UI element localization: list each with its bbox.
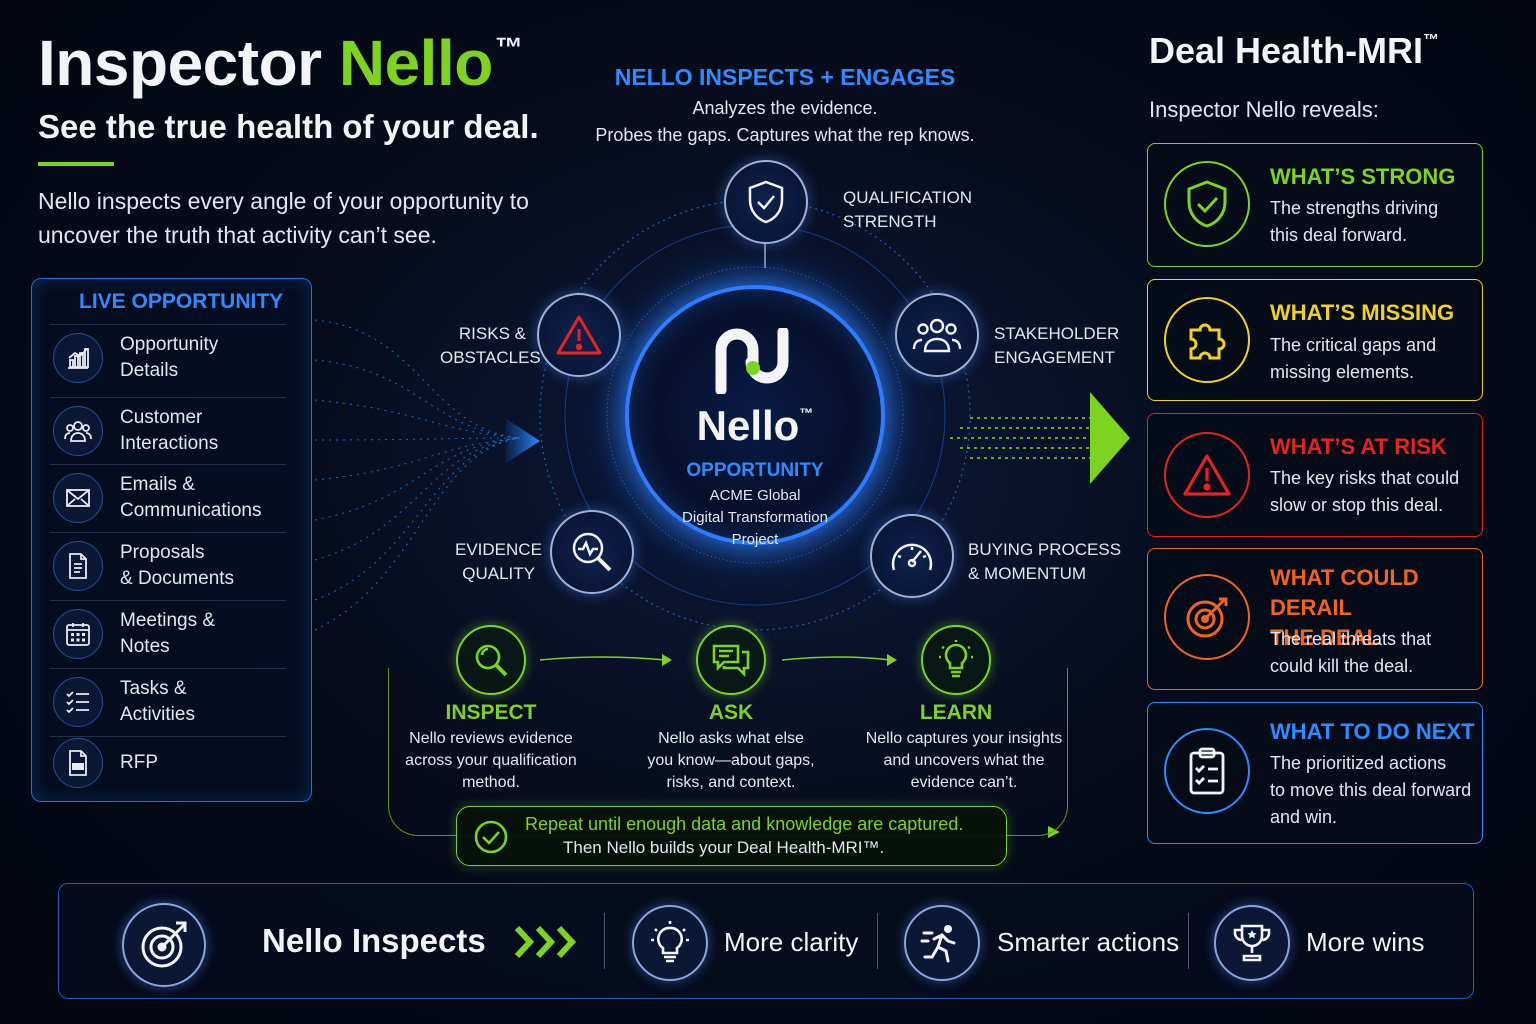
card-whats-missing: WHAT’S MISSING The critical gaps and mis… xyxy=(1147,279,1483,401)
chat-icon xyxy=(712,644,750,678)
inspect-step-description: Nello reviews evidence across your quali… xyxy=(405,730,577,791)
bottom-item-wins: More wins xyxy=(1306,927,1425,957)
repeat-line-1: Repeat until enough data and knowledge a… xyxy=(525,814,964,834)
page-subtitle: See the true health of your deal. xyxy=(38,108,539,145)
people-icon xyxy=(53,405,103,456)
repeat-banner: Repeat until enough data and knowledge a… xyxy=(456,806,1007,866)
nello-hub xyxy=(625,285,885,545)
risks-label: RISKS & OBSTACLES xyxy=(440,324,541,367)
bottom-divider xyxy=(1188,913,1189,969)
live-item-rfp: RFP xyxy=(50,736,286,788)
bottom-lead: Nello Inspects xyxy=(262,922,486,959)
nello-logo-icon xyxy=(715,328,789,394)
runner-icon xyxy=(904,905,980,981)
envelope-icon xyxy=(53,472,103,523)
puzzle-icon xyxy=(1164,297,1250,383)
live-item-tasks: Tasks & Activities xyxy=(50,668,286,734)
stakeholder-node xyxy=(895,293,979,377)
card-whats-strong: WHAT’S STRONG The strengths driving this… xyxy=(1147,143,1483,267)
live-item-emails: Emails & Communications xyxy=(50,464,286,530)
ask-step-description: Nello asks what else you know—about gaps… xyxy=(647,730,815,791)
live-item-opportunity-details: Opportunity Details xyxy=(50,324,286,390)
card-what-could-derail: WHAT COULD DERAIL THE DEAL The real thre… xyxy=(1147,548,1483,690)
evidence-label: EVIDENCE QUALITY xyxy=(455,540,542,583)
chevrons-icon xyxy=(514,925,577,959)
live-item-customer-interactions: Customer Interactions xyxy=(50,397,286,463)
center-heading: NELLO INSPECTS + ENGAGES Analyzes the ev… xyxy=(560,64,1010,149)
ask-step-icon xyxy=(696,625,766,695)
evidence-node xyxy=(550,510,634,594)
search-icon xyxy=(475,644,508,677)
center-heading-title: NELLO INSPECTS + ENGAGES xyxy=(614,64,956,90)
ask-step-title: ASK xyxy=(708,701,754,724)
qualification-node xyxy=(724,160,808,244)
rfp-document-icon xyxy=(53,737,103,788)
live-item-proposals: Proposals & Documents xyxy=(50,532,286,598)
hub-opportunity-description: ACME Global Digital Transformation Proje… xyxy=(682,487,828,548)
stakeholder-label: STAKEHOLDER ENGAGEMENT xyxy=(994,324,1120,367)
bar-chart-icon xyxy=(53,332,103,383)
bottom-item-clarity: More clarity xyxy=(724,927,859,957)
live-item-meetings: Meetings & Notes xyxy=(50,600,286,666)
calendar-icon xyxy=(53,608,103,659)
checklist-icon xyxy=(53,676,103,727)
people-icon xyxy=(912,318,962,353)
hub-name: Nello™ xyxy=(696,402,814,449)
title-underline xyxy=(38,162,114,166)
card-what-to-do-next: WHAT TO DO NEXT The prioritized actions … xyxy=(1147,702,1483,844)
gauge-icon xyxy=(891,543,933,571)
inspect-step-title: INSPECT xyxy=(445,701,537,724)
shield-check-icon xyxy=(748,180,784,224)
bottom-item-actions: Smarter actions xyxy=(997,927,1180,957)
qualification-label: QUALIFICATION STRENGTH xyxy=(843,188,973,231)
bottom-divider xyxy=(604,913,605,969)
risks-node xyxy=(537,293,621,377)
learn-step-description: Nello captures your insights and uncover… xyxy=(865,730,1063,791)
bottom-divider xyxy=(877,913,878,969)
magnifier-pulse-icon xyxy=(572,532,612,572)
live-opportunity-title: LIVE OPPORTUNITY xyxy=(79,290,284,313)
deal-health-subtitle: Inspector Nello reveals: xyxy=(1149,97,1379,122)
check-circle-icon xyxy=(474,820,508,854)
document-icon xyxy=(53,540,103,591)
lightbulb-icon xyxy=(632,905,708,981)
warning-icon xyxy=(1164,432,1250,518)
warning-icon xyxy=(556,315,602,355)
repeat-line-2: Then Nello builds your Deal Health-MRI™. xyxy=(563,838,885,857)
target-icon xyxy=(122,903,206,987)
hub-opportunity-label: OPPORTUNITY xyxy=(686,460,824,481)
shield-check-icon xyxy=(1164,161,1250,247)
learn-step-icon xyxy=(921,625,991,695)
intro-text: Nello inspects every angle of your oppor… xyxy=(38,188,529,248)
page-title: Inspector Nello™ xyxy=(38,27,523,99)
trophy-icon xyxy=(1214,905,1290,981)
center-heading-description: Analyzes the evidence. Probes the gaps. … xyxy=(595,98,975,145)
clipboard-icon xyxy=(1164,728,1250,814)
buying-label: BUYING PROCESS & MOMENTUM xyxy=(968,540,1122,583)
lightbulb-icon xyxy=(939,640,973,678)
inspect-step-icon xyxy=(456,625,526,695)
target-icon xyxy=(1164,574,1250,660)
card-whats-at-risk: WHAT’S AT RISK The key risks that could … xyxy=(1147,413,1483,537)
learn-step-title: LEARN xyxy=(919,701,993,724)
buying-node xyxy=(870,514,954,598)
deal-health-title: Deal Health-MRI™ xyxy=(1149,30,1440,71)
